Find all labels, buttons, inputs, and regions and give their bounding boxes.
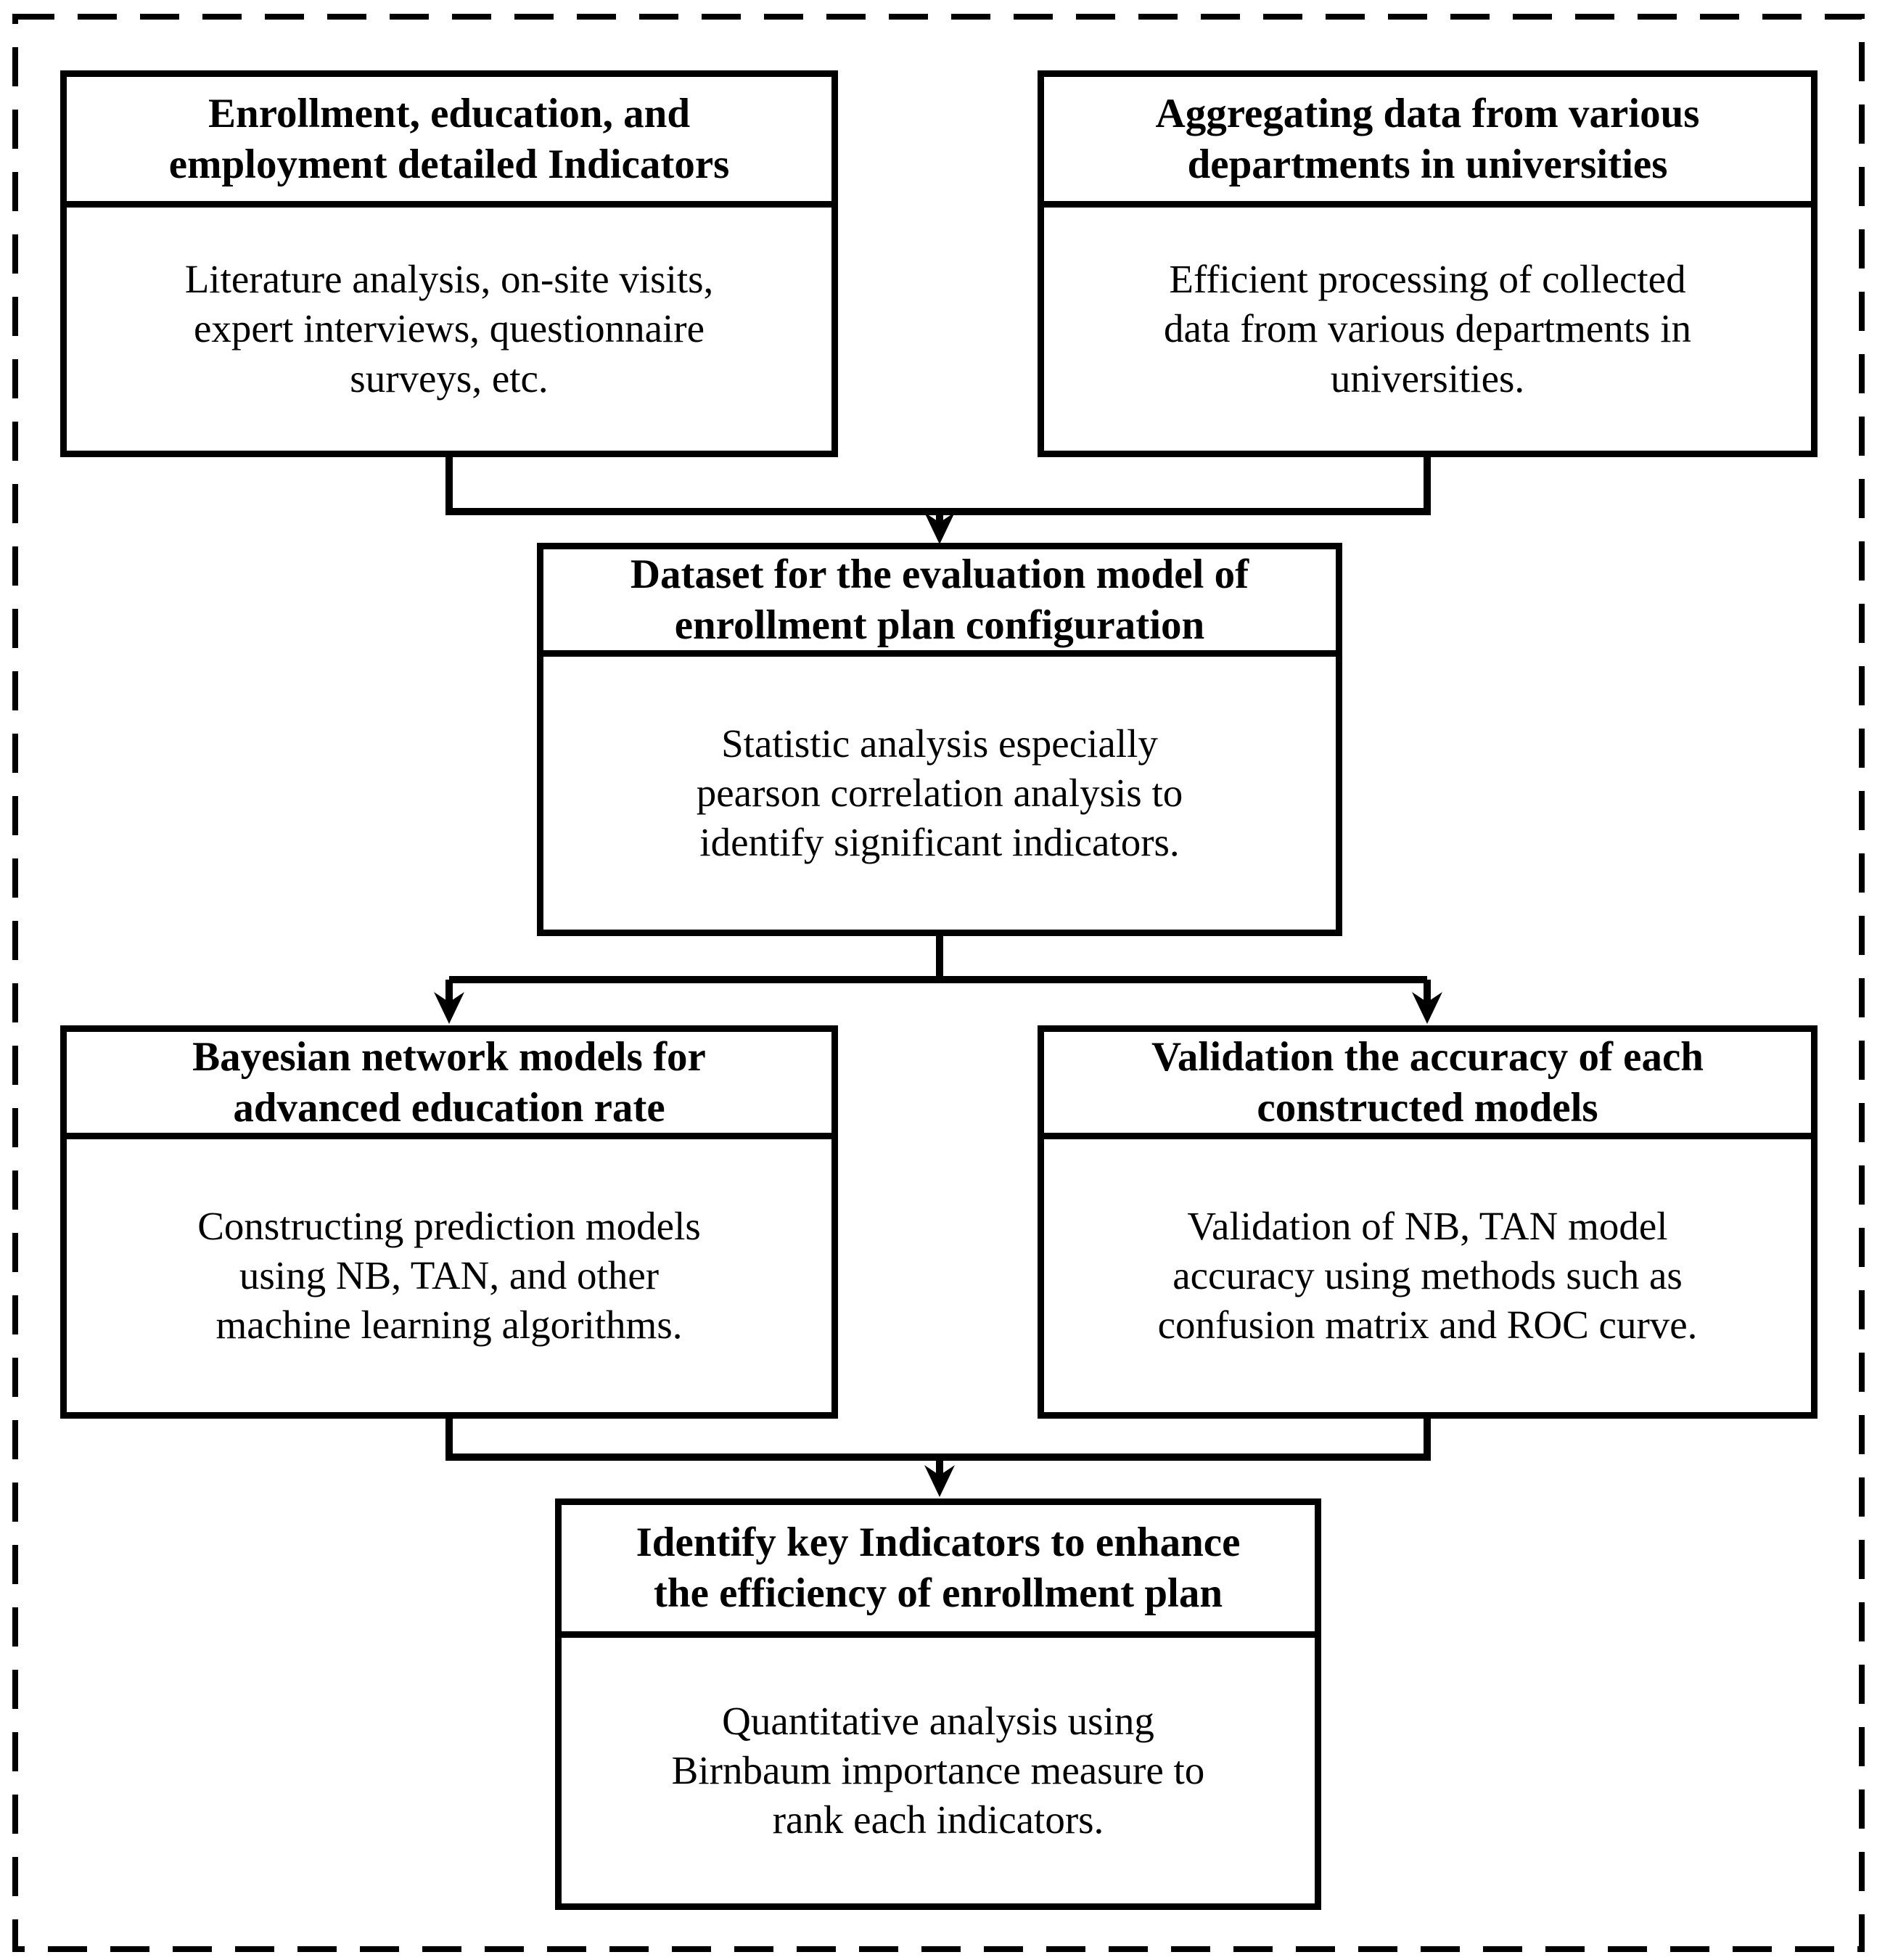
node-aggregating: Aggregating data from various department… [1038,70,1818,457]
arrow-into-validation-head [1412,992,1442,1024]
node-aggregating-header: Aggregating data from various department… [1044,77,1811,208]
node-bayesian: Bayesian network models for advanced edu… [60,1025,838,1419]
connector-top-merge [445,455,1431,515]
node-validation: Validation the accuracy of each construc… [1038,1025,1818,1419]
node-indicators-header: Enrollment, education, and employment de… [67,77,831,208]
node-indicators: Enrollment, education, and employment de… [60,70,838,457]
node-identify-header: Identify key Indicators to enhance the e… [562,1505,1315,1638]
connector-bottom-merge [445,1417,1431,1461]
node-indicators-body: Literature analysis, on-site visits, exp… [184,257,714,401]
node-validation-header: Validation the accuracy of each construc… [1044,1032,1811,1139]
node-aggregating-body: Efficient processing of collected data f… [1163,257,1691,401]
node-identify: Identify key Indicators to enhance the e… [555,1498,1321,1910]
arrow-into-dataset-head [924,512,955,544]
node-validation-body: Validation of NB, TAN model accuracy usi… [1157,1203,1698,1348]
node-dataset: Dataset for the evaluation model of enro… [537,543,1342,936]
arrow-into-bayesian-head [434,992,464,1024]
connector-middle-split [449,935,1427,983]
node-bayesian-body: Constructing prediction models using NB,… [197,1203,701,1348]
node-dataset-body: Statistic analysis especially pearson co… [696,721,1183,865]
node-identify-body: Quantitative analysis using Birnbaum imp… [671,1698,1205,1842]
node-bayesian-header: Bayesian network models for advanced edu… [67,1032,831,1139]
arrow-into-identify-head [924,1465,955,1497]
dashed-frame [12,14,1865,1952]
node-dataset-header: Dataset for the evaluation model of enro… [543,549,1336,657]
